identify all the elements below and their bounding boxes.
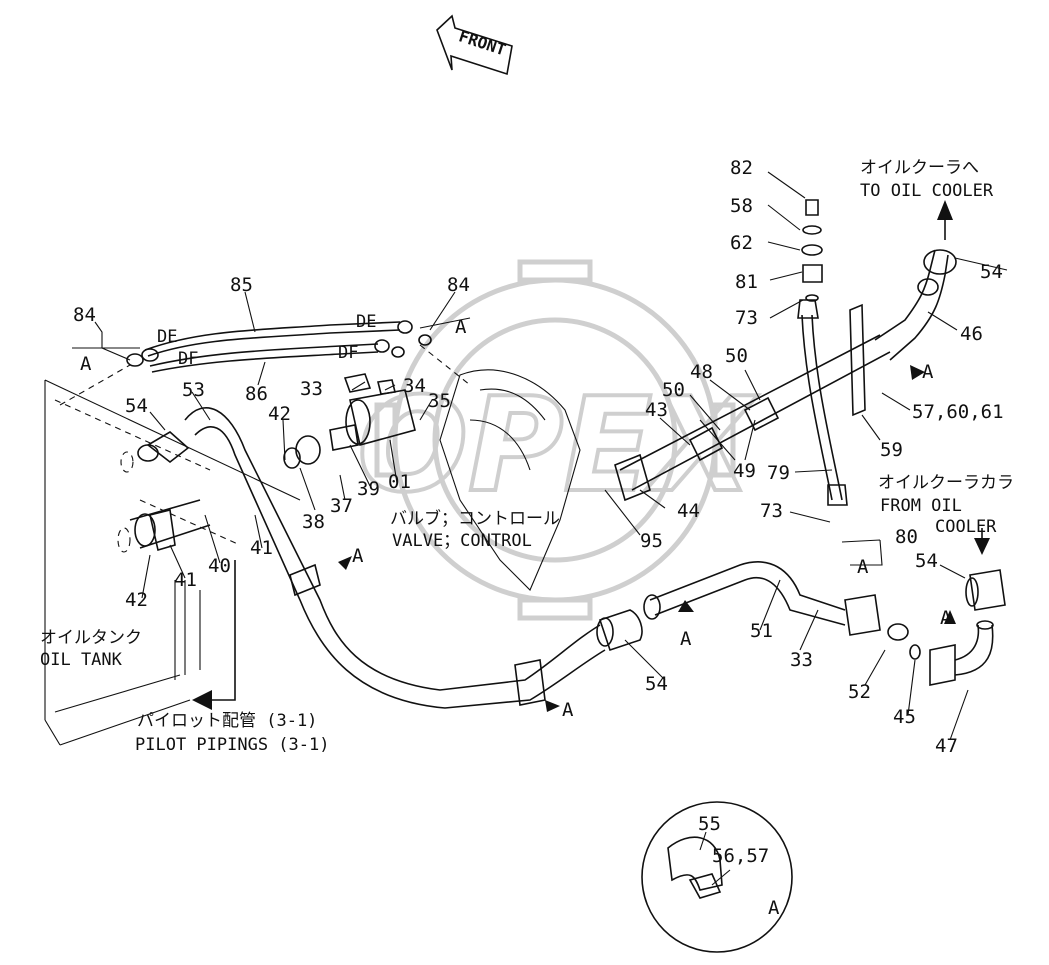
front-arrow: FRONT (436, 14, 513, 76)
callout-54: 54 (980, 261, 1003, 283)
pilot-hoses (59, 320, 471, 406)
watermark: OPEX (356, 259, 760, 621)
callout-39: 39 (357, 478, 380, 500)
callout-84: 84 (447, 274, 470, 296)
front-label: FRONT (457, 26, 509, 59)
oil-tank-jp: オイルタンク (40, 628, 142, 648)
view-marker: A (680, 628, 692, 650)
callout-86: 86 (245, 383, 268, 405)
callout-35: 35 (428, 390, 451, 412)
callout-56-57: 56,57 (712, 845, 769, 867)
to-oil-cooler-en: TO OIL COOLER (860, 181, 994, 201)
callout-33: 33 (300, 378, 323, 400)
callout-73: 73 (735, 307, 758, 329)
callout-50: 50 (662, 379, 685, 401)
detail-view-a (641, 801, 793, 953)
callout-45: 45 (893, 706, 916, 728)
callout-52: 52 (848, 681, 871, 703)
callout-57-60-61: 57,60,61 (912, 401, 1004, 423)
view-marker: A (857, 556, 869, 578)
callout-48: 48 (690, 361, 713, 383)
pilot-pipings-en: PILOT PIPINGS (3-1) (135, 735, 329, 755)
callout-50: 50 (725, 345, 748, 367)
oil-tank (44, 379, 301, 746)
callout-44: 44 (677, 500, 700, 522)
to-oil-cooler-jp: オイルクーラへ (860, 158, 979, 178)
view-markers: A A A A A A A A A (80, 316, 952, 919)
callout-58: 58 (730, 195, 753, 217)
leader-lines (72, 171, 1008, 886)
view-marker: A (940, 607, 952, 629)
view-marker: A (455, 316, 467, 338)
callout-81: 81 (735, 271, 758, 293)
callout-73: 73 (760, 500, 783, 522)
callout-43: 43 (645, 399, 668, 421)
callout-40: 40 (208, 555, 231, 577)
hose-tag-de-left: DE (157, 327, 177, 347)
view-marker: A (768, 897, 780, 919)
view-a-pointers (338, 365, 956, 712)
callout-54: 54 (125, 395, 148, 417)
callout-55: 55 (698, 813, 721, 835)
callout-59: 59 (880, 439, 903, 461)
supply-pipe (596, 561, 1006, 686)
callout-82: 82 (730, 157, 753, 179)
hose-tag-de-right: DE (356, 312, 376, 332)
hose-tag-df-left: DF (178, 349, 198, 369)
view-marker: A (80, 353, 92, 375)
callout-85: 85 (230, 274, 253, 296)
callout-33: 33 (790, 649, 813, 671)
callout-46: 46 (960, 323, 983, 345)
callout-84: 84 (73, 304, 96, 326)
callout-51: 51 (750, 620, 773, 642)
callout-80: 80 (895, 526, 918, 548)
callout-41: 41 (250, 537, 273, 559)
return-pipe (614, 249, 957, 502)
hose-tag-df-right: DF (338, 343, 358, 363)
callout-41: 41 (174, 569, 197, 591)
from-oil-cooler-jp: オイルクーラカラ (878, 473, 1014, 493)
valve-control-jp: バルブ；コントロール (390, 508, 560, 529)
from-oil-cooler-en-2: COOLER (935, 517, 997, 537)
callout-42: 42 (268, 403, 291, 425)
flow-arrows (192, 200, 990, 710)
view-marker: A (352, 545, 364, 567)
callout-95: 95 (640, 530, 663, 552)
callout-62: 62 (730, 232, 753, 254)
view-marker: A (922, 361, 934, 383)
callout-49: 49 (733, 460, 756, 482)
control-valve (283, 369, 581, 591)
callout-54: 54 (645, 673, 668, 695)
callout-42: 42 (125, 589, 148, 611)
view-marker: A (562, 699, 574, 721)
pilot-pipings-jp: パイロット配管 (3-1) (137, 711, 317, 731)
valve-control-en: VALVE；CONTROL (392, 531, 532, 551)
from-oil-cooler-en-1: FROM OIL (880, 496, 962, 516)
callout-34: 34 (403, 375, 426, 397)
part-callouts: 82 58 62 81 73 54 46 57,60,61 59 85 84 8… (73, 157, 1004, 867)
oil-tank-en: OIL TANK (40, 650, 123, 670)
callout-37: 37 (330, 495, 353, 517)
callout-01: 01 (388, 471, 411, 493)
callout-79: 79 (767, 462, 790, 484)
cooler-hose (797, 199, 848, 506)
hose-tags: DE DF DE DF (157, 312, 376, 369)
callout-53: 53 (182, 379, 205, 401)
callout-54: 54 (915, 550, 938, 572)
callout-38: 38 (302, 511, 325, 533)
callout-47: 47 (935, 735, 958, 757)
description-labels: オイルクーラへ TO OIL COOLER オイルクーラカラ FROM OIL … (40, 158, 1014, 755)
